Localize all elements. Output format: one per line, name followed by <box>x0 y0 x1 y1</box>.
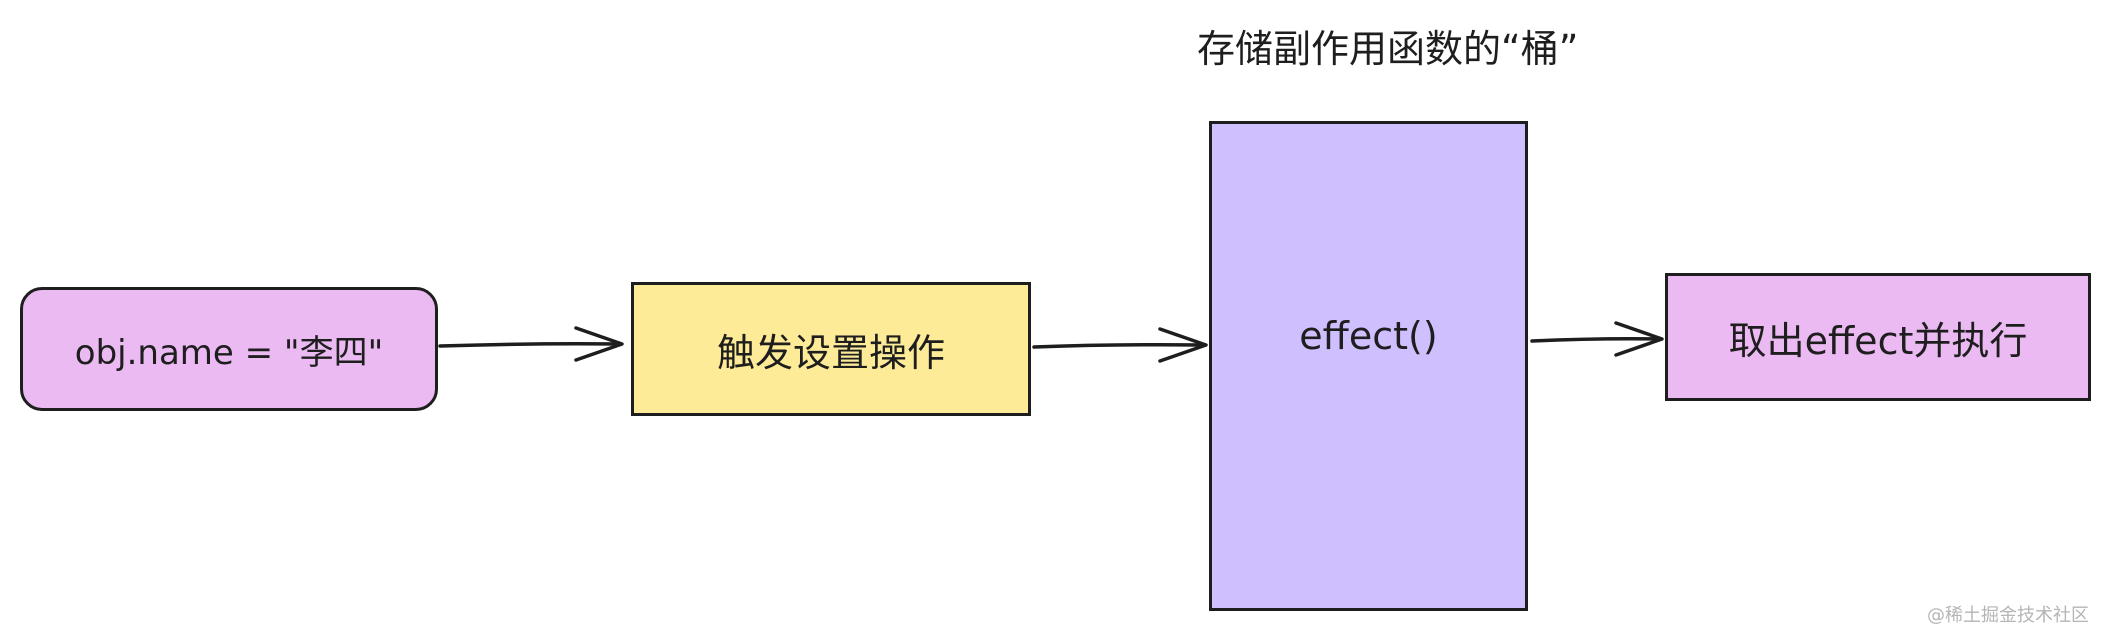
node-execute-effect[interactable]: 取出effect并执行 <box>1665 273 2091 401</box>
arrow-bucket-to-exec <box>1530 321 1664 357</box>
node-obj-name-assignment-label: obj.name = "李四" <box>74 332 384 373</box>
node-effect-bucket[interactable]: effect() <box>1209 121 1528 611</box>
bucket-title: 存储副作用函数的“桶” <box>1197 27 1579 71</box>
node-trigger-set-operation[interactable]: 触发设置操作 <box>631 282 1031 416</box>
watermark: @稀土掘金技术社区 <box>1927 605 2089 626</box>
arrow-trigger-to-bucket <box>1032 327 1208 363</box>
node-trigger-set-operation-label: 触发设置操作 <box>716 330 945 375</box>
node-obj-name-assignment[interactable]: obj.name = "李四" <box>20 287 438 411</box>
node-effect-bucket-label: effect() <box>1299 314 1438 358</box>
node-execute-effect-label: 取出effect并执行 <box>1728 318 2028 363</box>
arrow-start-to-trigger <box>438 326 624 362</box>
